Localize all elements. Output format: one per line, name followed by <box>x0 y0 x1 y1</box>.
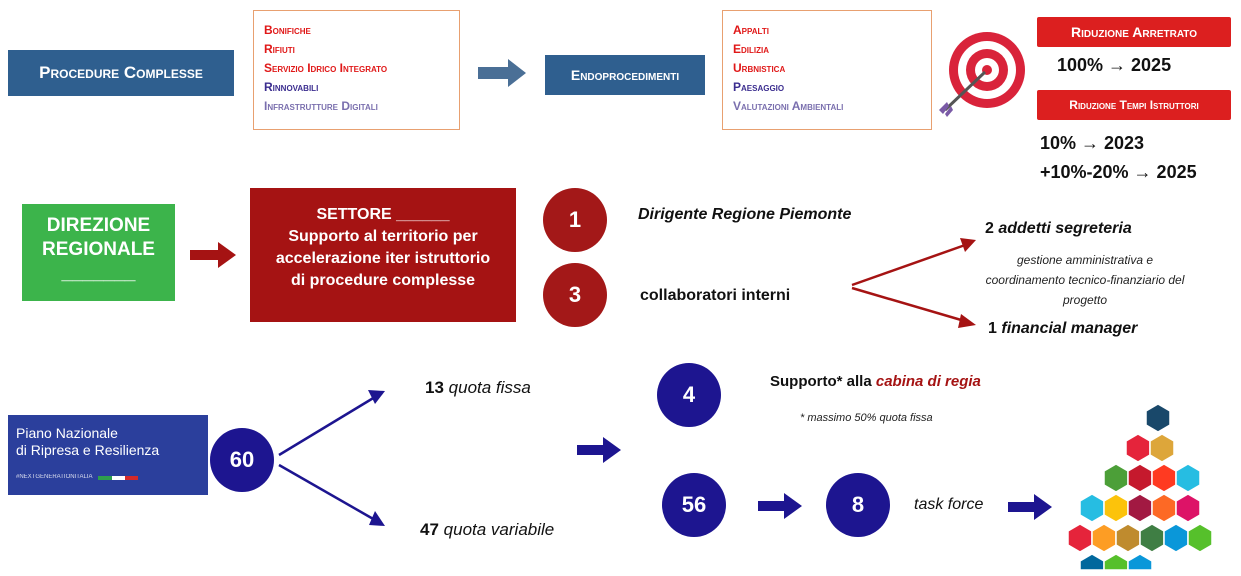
circle-8: 8 <box>826 473 890 537</box>
dirigente-label: Dirigente Regione Piemonte <box>638 206 852 223</box>
arrow-right-icon <box>190 242 236 268</box>
split-arrows-icon <box>851 238 976 328</box>
riduzione-arretrato-tag: Riduzione Arretrato <box>1037 17 1231 47</box>
arrow-right-icon <box>478 59 526 87</box>
addetti-desc-line3: progetto <box>1062 293 1108 307</box>
circle-60: 60 <box>210 428 274 492</box>
addetti-number: 2 <box>985 220 994 237</box>
quota-fissa-number: 13 <box>425 378 444 397</box>
procedure-complesse-label: Procedure Complesse <box>39 63 203 82</box>
circle-3: 3 <box>543 263 607 327</box>
settore-line1: Supporto al territorio per <box>288 228 478 245</box>
circle-8-number: 8 <box>851 492 865 517</box>
circle-3-number: 3 <box>568 282 582 307</box>
tempi-value-2025: +10%-20% → 2025 <box>1040 162 1197 182</box>
list2-item-appalti: Appalti <box>733 23 769 37</box>
sdg-goals-icon <box>1067 403 1213 570</box>
split-arrows-icon <box>278 390 385 526</box>
settore-line3: di procedure complesse <box>290 272 476 289</box>
circle-4: 4 <box>657 363 721 427</box>
pnrr-hashtag-text: #NEXTGENERATIONITALIA <box>16 474 93 480</box>
list1-item-rifiuti: Rifiuti <box>264 42 295 56</box>
addetti-description: gestione amministrativa e coordinamento … <box>935 250 1235 310</box>
riduzione-tempi-tag: Riduzione Tempi Istruttori <box>1037 90 1231 120</box>
addetti-desc-line1: gestione amministrativa e <box>1016 253 1154 267</box>
direzione-line1: DIREZIONE <box>46 215 151 236</box>
arrow-right-icon <box>1008 494 1052 520</box>
pnrr-line1: Piano Nazionale <box>16 425 118 441</box>
quota-variabile-text: quota variabile <box>443 520 555 539</box>
endoprocedimenti-box: Endoprocedimenti <box>545 55 705 95</box>
endo-list-box: Appalti Edilizia Urbnistica Paesaggio Va… <box>722 10 932 130</box>
circle-1-number: 1 <box>568 207 582 232</box>
procedure-list-box: Bonifiche Rifiuti Servizio Idrico Integr… <box>253 10 460 130</box>
fm-text: financial manager <box>1001 320 1138 337</box>
endoprocedimenti-label: Endoprocedimenti <box>570 67 680 83</box>
italian-flag-icon <box>98 475 139 480</box>
circle-56-number: 56 <box>681 492 707 517</box>
circle-4-number: 4 <box>682 382 696 407</box>
addetti-heading: 2 addetti segreteria <box>985 220 1132 238</box>
quota-fissa-text: quota fissa <box>448 378 531 397</box>
arrow-right-icon <box>758 493 802 519</box>
tempi-value-2023: 10% → 2023 <box>1040 133 1145 153</box>
riduzione-arretrato-label: Riduzione Arretrato <box>1071 24 1197 40</box>
quota-fissa-label: 13 quota fissa <box>425 378 531 398</box>
cabina-di-regia-text: cabina di regia <box>875 373 981 390</box>
list2-item-edilizia: Edilizia <box>733 42 769 56</box>
task-force-label: task force <box>914 496 984 513</box>
circle-60-number: 60 <box>229 447 255 472</box>
settore-line2: accelerazione iter istruttorio <box>275 250 491 267</box>
list1-item-bonifiche: Bonifiche <box>264 23 311 37</box>
quota-variabile-label: 47 quota variabile <box>420 520 554 540</box>
direzione-line2: REGIONALE <box>42 239 155 260</box>
pnrr-logo: Piano Nazionale di Ripresa e Resilienza … <box>8 415 208 495</box>
addetti-desc-line2: coordinamento tecnico-finanziario del <box>985 273 1185 287</box>
list2-item-paesaggio: Paesaggio <box>733 80 785 94</box>
riduzione-tempi-label: Riduzione Tempi Istruttori <box>1069 98 1199 112</box>
circle-1: 1 <box>543 188 607 252</box>
financial-manager-heading: 1 financial manager <box>988 320 1137 338</box>
list1-item-servizio-idrico: Servizio Idrico Integrato <box>264 61 388 75</box>
list2-item-valutazioni: Valutazioni Ambientali <box>733 99 844 113</box>
list1-item-infrastrutture: Infrastrutture Digitali <box>264 99 378 113</box>
pnrr-hashtag: #NEXTGENERATIONITALIA <box>16 469 200 486</box>
supporto-label: Supporto* alla cabina di regia <box>770 373 981 390</box>
settore-box: SETTORE ______ Supporto al territorio pe… <box>250 188 516 322</box>
collaboratori-label: collaboratori interni <box>640 287 791 304</box>
quota-variabile-number: 47 <box>420 520 439 539</box>
direzione-blank: _______ <box>61 263 136 284</box>
supporto-text: Supporto* alla <box>770 373 872 390</box>
circle-56: 56 <box>662 473 726 537</box>
arrow-right-icon <box>577 437 621 463</box>
list1-item-rinnovabili: Rinnovabili <box>264 80 319 94</box>
supporto-note: * massimo 50% quota fissa <box>800 412 933 424</box>
direzione-regionale-box: DIREZIONE REGIONALE _______ <box>22 204 175 301</box>
addetti-text: addetti segreteria <box>998 220 1132 237</box>
target-icon <box>939 32 1025 117</box>
arretrato-value: 100% → 2025 <box>1057 55 1172 75</box>
settore-title: SETTORE ______ <box>316 206 450 223</box>
procedure-complesse-box: Procedure Complesse <box>8 50 234 96</box>
list2-item-urbnistica: Urbnistica <box>733 61 786 75</box>
pnrr-line2: di Ripresa e Resilienza <box>16 442 160 458</box>
fm-number: 1 <box>988 320 997 337</box>
